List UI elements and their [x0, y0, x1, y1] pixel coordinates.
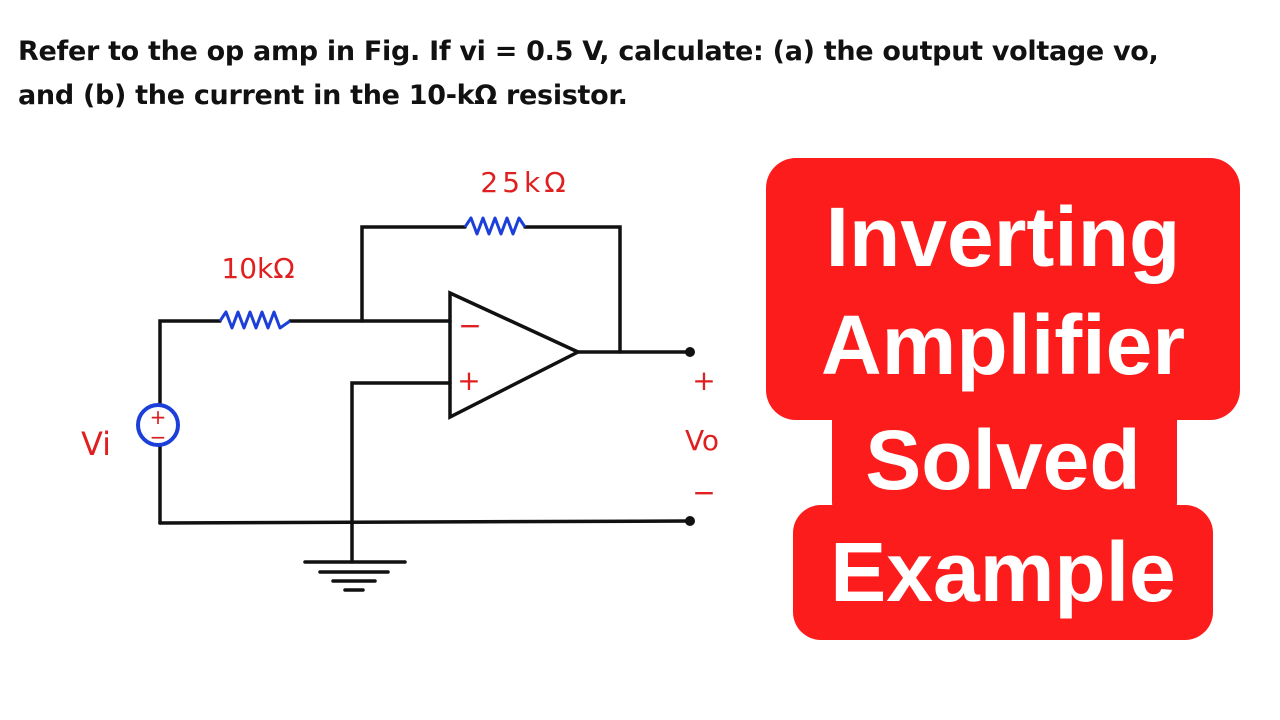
label-vo: Vo [685, 424, 719, 457]
label-25k: 25kΩ [480, 166, 569, 199]
problem-statement: Refer to the op amp in Fig. If vi = 0.5 … [18, 30, 1159, 118]
label-out-minus: − [692, 476, 715, 509]
source-minus: − [150, 425, 167, 449]
label-out-plus: + [692, 364, 715, 397]
wires [158, 225, 692, 592]
wire-noninverting-ground [350, 381, 452, 564]
output-terminal-plus [685, 347, 695, 357]
source-plus: + [150, 405, 167, 429]
banner-bottom [793, 505, 1213, 640]
opamp-inverting-sign: − [458, 309, 481, 342]
problem-line-1: Refer to the op amp in Fig. If vi = 0.5 … [18, 36, 1159, 67]
label-vi: Vi [81, 425, 111, 463]
circuit-diagram: + − 25kΩ 10kΩ Vi + Vo − − + [81, 166, 719, 592]
banner-top [766, 158, 1240, 420]
wire-feedback-left [360, 225, 467, 323]
problem-line-2: and (b) the current in the 10-kΩ resisto… [18, 80, 628, 111]
wire-feedback-right [523, 225, 622, 354]
opamp-triangle [448, 290, 583, 420]
banner-line-1: Inverting [825, 190, 1181, 284]
banner-line-3: Solved [865, 413, 1141, 507]
voltage-source-icon [136, 403, 180, 447]
banner-line-2: Amplifier [820, 298, 1186, 392]
output-terminal-minus [685, 516, 695, 526]
wire-input-top [158, 319, 222, 407]
banner-line-4: Example [830, 525, 1176, 619]
label-10k: 10kΩ [221, 252, 294, 285]
opamp-noninverting-sign: + [457, 364, 480, 397]
resistor-10k [218, 310, 291, 330]
resistor-25k [463, 216, 527, 236]
wire-bottom [158, 519, 692, 525]
